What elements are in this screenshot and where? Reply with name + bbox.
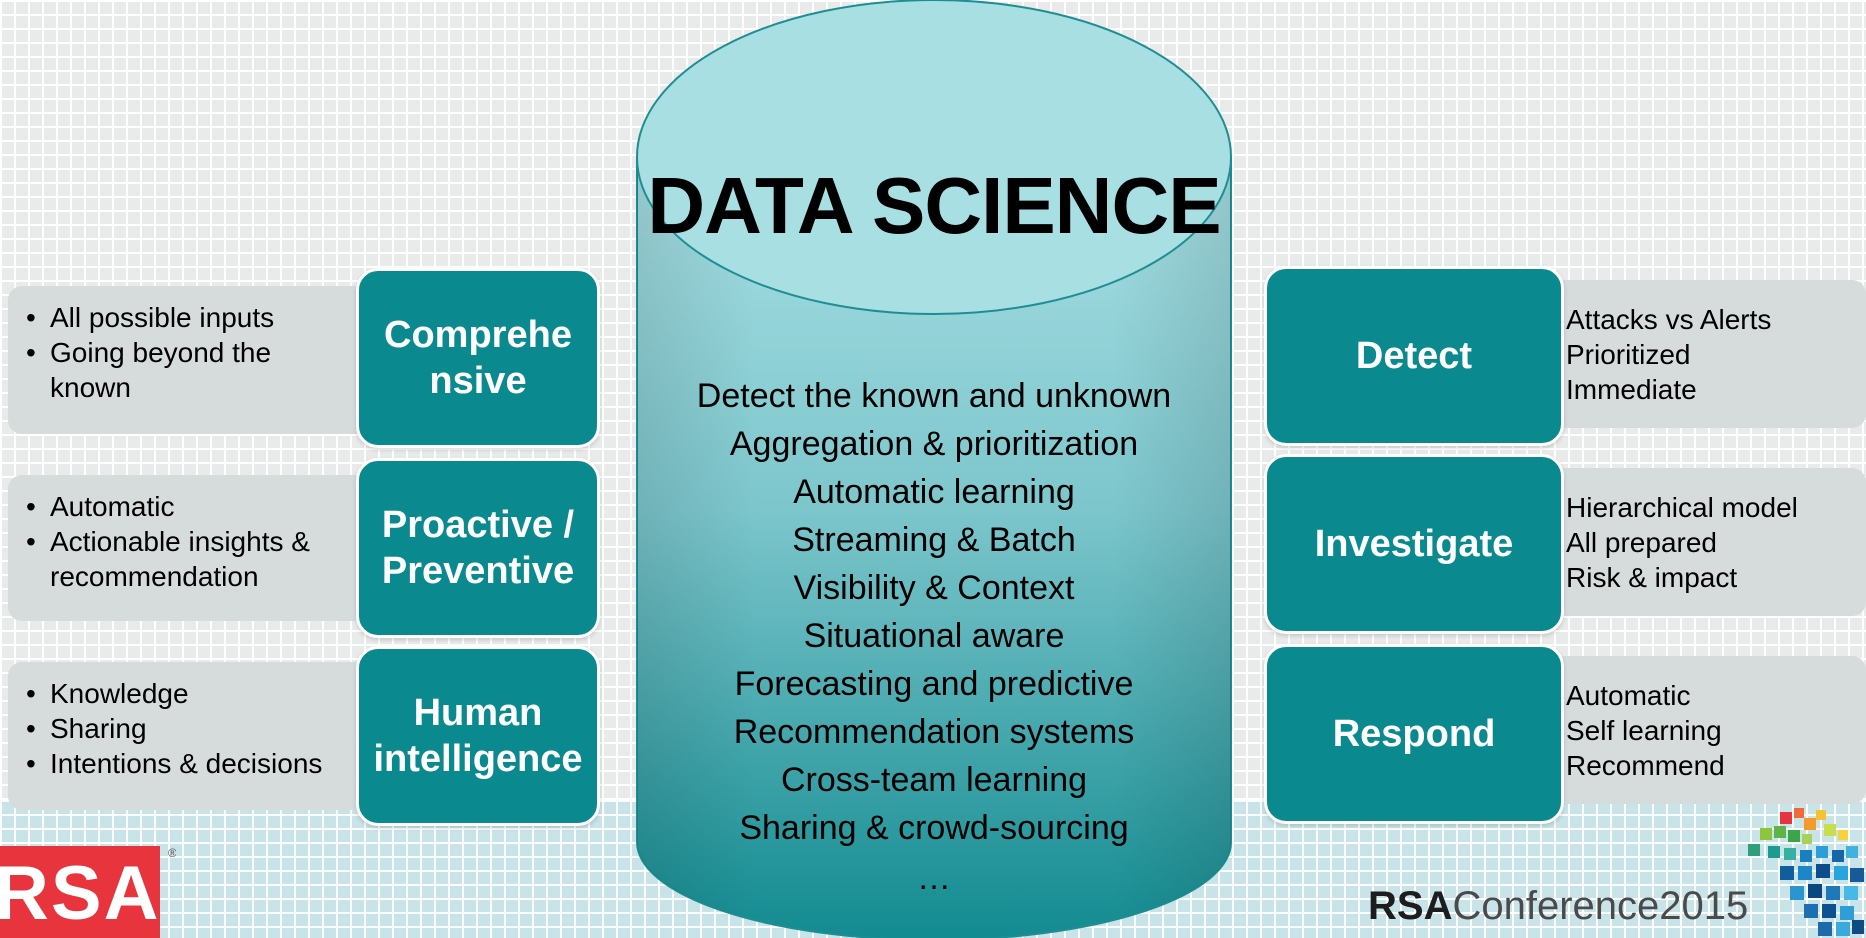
bullet-item: Intentions & decisions — [26, 746, 400, 781]
pixel-mosaic-decoration — [1748, 808, 1864, 936]
bullet-item: Recommend — [1542, 748, 1866, 783]
data-science-capabilities: Detect the known and unknown Aggregation… — [634, 372, 1234, 902]
capability-item: Sharing & crowd-sourcing — [739, 809, 1129, 847]
category-respond: Respond — [1264, 644, 1564, 824]
capability-item: Aggregation & prioritization — [729, 425, 1139, 463]
mosaic-blue — [1780, 846, 1864, 936]
bullet-item: Hierarchical model — [1542, 490, 1866, 525]
capability-item: Visibility & Context — [793, 569, 1075, 607]
bullet-item: All possible inputs — [26, 300, 400, 335]
capability-item: Automatic learning — [793, 473, 1075, 511]
bullet-item: Immediate — [1542, 372, 1866, 407]
right-panel-detect: Attacks vs Alerts Prioritized Immediate — [1520, 280, 1866, 428]
left-panel-human-intelligence: Knowledge Sharing Intentions & decisions — [8, 662, 400, 810]
category-proactive-preventive: Proactive /Preventive — [356, 458, 600, 638]
rsa-logo: RSA ® — [0, 846, 176, 938]
right-panel-respond: Automatic Self learning Recommend — [1520, 656, 1866, 804]
ellipsis: … — [917, 859, 951, 897]
capability-item: Streaming & Batch — [792, 521, 1076, 559]
bullet-item: Sharing — [26, 711, 400, 746]
bullet-item: All prepared — [1542, 525, 1866, 560]
data-science-cylinder — [636, 0, 1232, 938]
bullet-item: Risk & impact — [1542, 560, 1866, 595]
rsa-logo-text: RSA — [0, 851, 161, 936]
capability-item: Cross-team learning — [780, 761, 1088, 799]
left-panel-comprehensive: All possible inputs Going beyond theknow… — [8, 286, 400, 434]
bullet-item: Attacks vs Alerts — [1542, 302, 1866, 337]
bullet-item: Prioritized — [1542, 337, 1866, 372]
bullet-item: Actionable insights &recommendation — [26, 524, 400, 594]
bullet-item: Self learning — [1542, 713, 1866, 748]
rsa-conference-2015-logo: RSAConference2015 — [1368, 884, 1749, 928]
category-investigate: Investigate — [1264, 454, 1564, 634]
capability-item: Recommendation systems — [733, 713, 1135, 751]
left-panel-proactive: Automatic Actionable insights &recommend… — [8, 475, 400, 621]
bullet-item: Automatic — [26, 489, 400, 524]
capability-item: Forecasting and predictive — [734, 665, 1134, 703]
mosaic-green — [1748, 824, 1848, 860]
category-detect: Detect — [1264, 266, 1564, 446]
capability-item: Detect the known and unknown — [696, 377, 1172, 415]
cylinder-top — [636, 0, 1232, 315]
bullet-item: Automatic — [1542, 678, 1866, 713]
capability-item: Situational aware — [803, 617, 1065, 655]
cylinder-shade — [637, 157, 1231, 938]
data-science-title: DATA SCIENCE — [647, 161, 1221, 250]
mosaic-red — [1780, 808, 1826, 830]
right-panel-investigate: Hierarchical model All prepared Risk & i… — [1520, 468, 1866, 616]
bullet-item: Knowledge — [26, 676, 400, 711]
rsa-logo-box — [0, 846, 160, 938]
registered-mark: ® — [168, 846, 176, 860]
